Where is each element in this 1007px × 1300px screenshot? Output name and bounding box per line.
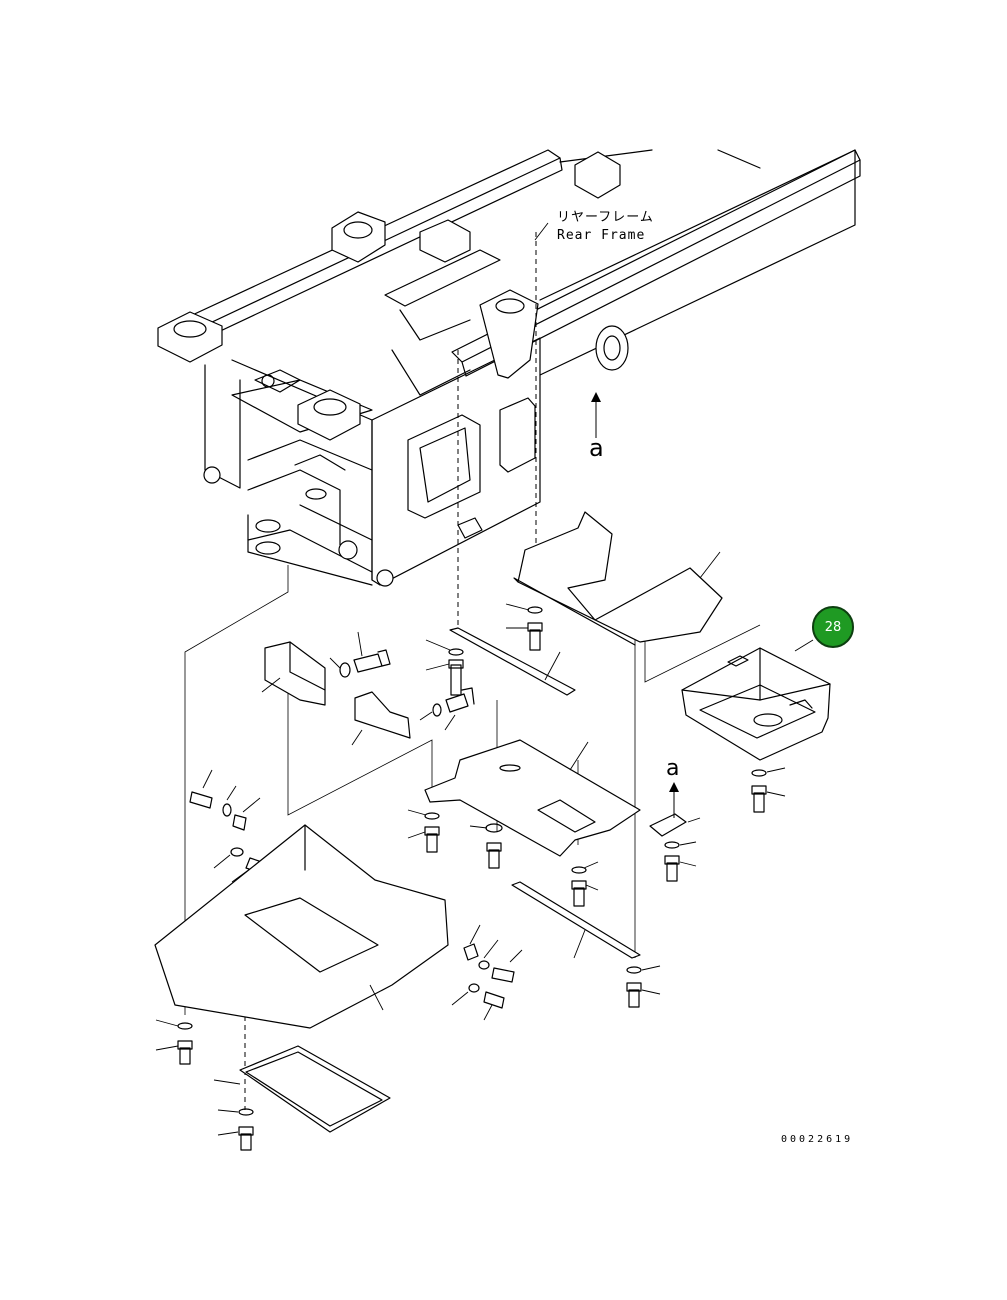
item-callout-number: 28 (824, 619, 842, 635)
floor-plate-center (424, 739, 641, 857)
view-arrow-upper (591, 392, 601, 438)
bracket-plate-2 (351, 691, 411, 746)
upper-cover-plate (513, 511, 723, 646)
hardware (155, 603, 786, 1151)
view-letter-lower: a (666, 756, 680, 781)
lower-cover-plate (154, 824, 449, 1029)
bracket-plate-1 (261, 641, 326, 706)
view-arrow-lower (669, 782, 679, 818)
rear-frame (157, 149, 861, 587)
view-letter-upper: a (589, 434, 604, 462)
document-number: 00022619 (781, 1134, 854, 1145)
long-strip-1 (449, 627, 576, 696)
long-strip-2 (511, 881, 641, 959)
item-callout-28[interactable]: 28 (812, 606, 854, 648)
inspection-cover (213, 1045, 391, 1133)
guard-box (681, 639, 831, 761)
rear-frame-label-japanese: リヤーフレーム (557, 210, 654, 225)
small-bracket (649, 813, 701, 837)
rear-frame-label-english: Rear Frame (557, 228, 646, 243)
